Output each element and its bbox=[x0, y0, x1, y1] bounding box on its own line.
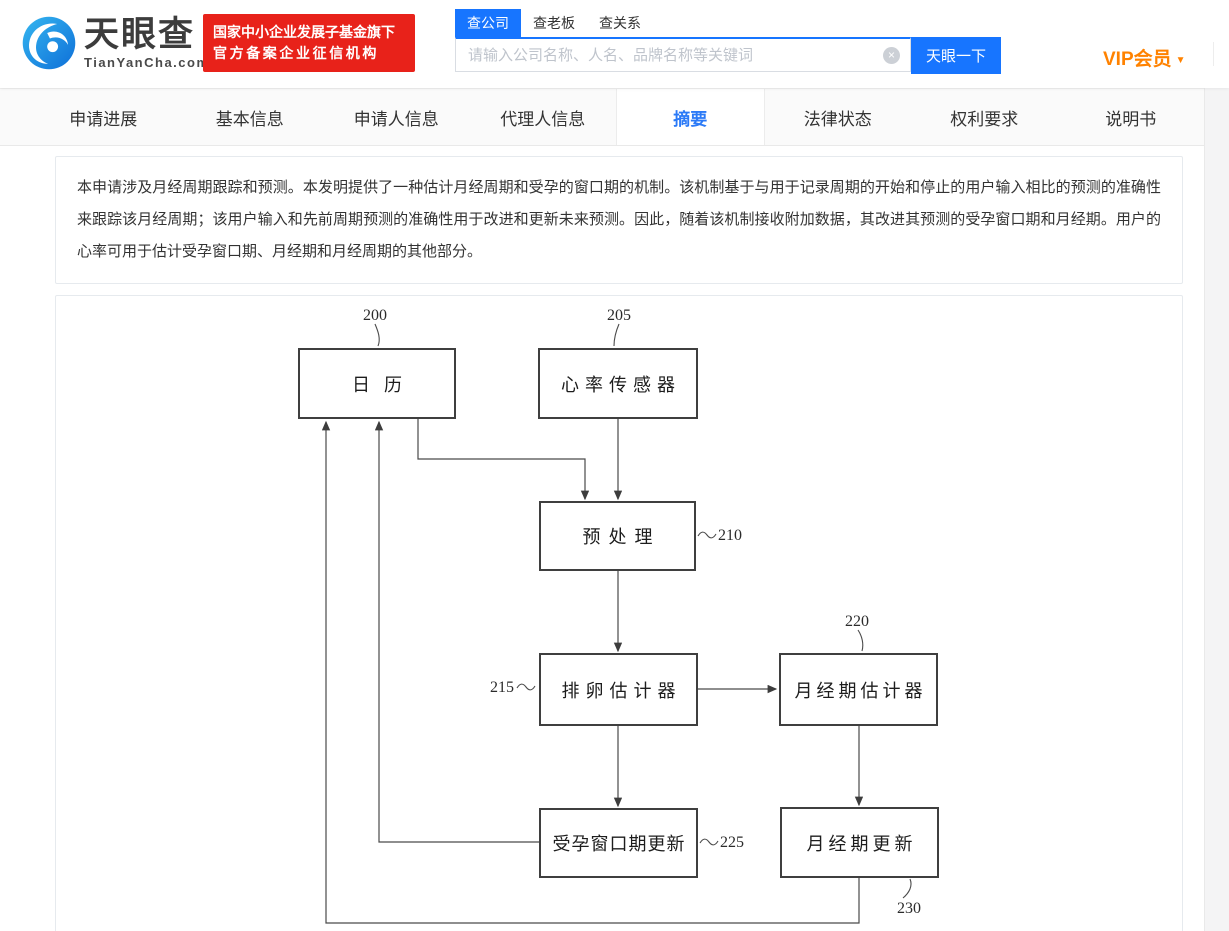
logo-text: 天眼查 TianYanCha.com bbox=[84, 14, 210, 70]
tab-applicant-info[interactable]: 申请人信息 bbox=[353, 109, 439, 129]
diagram-node-fertility-update: 受孕窗口期更新 bbox=[539, 808, 698, 878]
badge-line2: 官方备案企业征信机构 bbox=[213, 45, 379, 61]
diagram-node-calendar: 日历 bbox=[298, 348, 456, 419]
header-divider bbox=[1213, 42, 1214, 66]
brand-name: 天眼查 bbox=[84, 14, 196, 54]
leader-line-2 bbox=[697, 531, 717, 539]
vip-member-menu[interactable]: VIP会员▼ bbox=[1103, 44, 1186, 71]
search-input[interactable] bbox=[456, 39, 856, 71]
diagram-ref-210: 210 bbox=[718, 527, 742, 544]
page-header: 天眼查 TianYanCha.com 国家中小企业发展子基金旗下 官方备案企业征… bbox=[0, 0, 1229, 88]
vip-label: VIP会员 bbox=[1103, 49, 1172, 70]
patent-section-tabs: 申请进展 基本信息 申请人信息 代理人信息 摘要 法律状态 权利要求 说明书 bbox=[0, 88, 1204, 146]
search-tab-company[interactable]: 查公司 bbox=[455, 9, 521, 37]
tab-application-progress[interactable]: 申请进展 bbox=[69, 109, 138, 129]
search-tab-boss[interactable]: 查老板 bbox=[533, 15, 575, 31]
diagram-ref-230: 230 bbox=[897, 900, 921, 917]
search-button[interactable]: 天眼一下 bbox=[911, 37, 1001, 74]
brand-domain: TianYanCha.com bbox=[84, 54, 210, 70]
tab-agent-info[interactable]: 代理人信息 bbox=[500, 109, 586, 129]
tab-abstract[interactable]: 摘要 bbox=[616, 89, 765, 145]
diagram-node-preprocess: 预处理 bbox=[539, 501, 696, 571]
leader-line-1 bbox=[613, 323, 620, 347]
clear-search-icon[interactable]: × bbox=[883, 47, 900, 64]
tab-basic-info[interactable]: 基本信息 bbox=[215, 109, 284, 129]
diagram-ref-225: 225 bbox=[720, 834, 744, 851]
chevron-down-icon: ▼ bbox=[1175, 55, 1186, 66]
diagram-node-ovulation-est: 排卵估计器 bbox=[539, 653, 698, 726]
flow-edge-fertility-update-to-calendar bbox=[374, 420, 539, 843]
patent-figure-card: 日历 200 心率传感器 205 预处理 210 排卵估计器 215 月经期估计器 220 受孕窗口… bbox=[55, 295, 1183, 931]
abstract-text: 本申请涉及月经周期跟踪和预测。本发明提供了一种估计月经周期和受孕的窗口期的机制。… bbox=[77, 179, 1161, 260]
leader-line-3 bbox=[516, 683, 536, 691]
flow-edge-menses-update-to-calendar bbox=[321, 420, 860, 924]
flowchart-connectors bbox=[321, 323, 912, 924]
diagram-node-heart-rate: 心率传感器 bbox=[538, 348, 698, 419]
tianyancha-logo-icon bbox=[22, 16, 76, 70]
diagram-ref-215: 215 bbox=[490, 679, 514, 696]
search-tabs: 查公司 查老板 查关系 bbox=[455, 9, 1001, 37]
certification-badge: 国家中小企业发展子基金旗下 官方备案企业征信机构 bbox=[203, 14, 415, 72]
leader-line-4 bbox=[857, 629, 864, 652]
diagram-ref-220: 220 bbox=[845, 613, 869, 630]
leader-line-5 bbox=[699, 838, 719, 846]
page-scrollbar[interactable] bbox=[1204, 88, 1229, 931]
badge-line1: 国家中小企业发展子基金旗下 bbox=[213, 24, 395, 40]
tab-claims[interactable]: 权利要求 bbox=[950, 109, 1019, 129]
search-input-box: × bbox=[455, 37, 911, 72]
search-area: 查公司 查老板 查关系 × 天眼一下 bbox=[455, 9, 1001, 74]
leader-line-0 bbox=[374, 323, 380, 347]
leader-line-6 bbox=[902, 878, 912, 899]
flow-edge-calendar-to-preprocess bbox=[417, 419, 590, 501]
diagram-node-menses-est: 月经期估计器 bbox=[779, 653, 938, 726]
diagram-ref-205: 205 bbox=[607, 307, 631, 324]
patent-flowchart: 日历 200 心率传感器 205 预处理 210 排卵估计器 215 月经期估计器 220 受孕窗口… bbox=[56, 296, 1184, 931]
search-tab-relation[interactable]: 查关系 bbox=[599, 15, 641, 31]
abstract-card: 本申请涉及月经周期跟踪和预测。本发明提供了一种估计月经周期和受孕的窗口期的机制。… bbox=[55, 156, 1183, 284]
tab-legal-status[interactable]: 法律状态 bbox=[803, 109, 872, 129]
tianyancha-logo[interactable]: 天眼查 TianYanCha.com bbox=[20, 14, 210, 72]
diagram-node-menses-update: 月经期更新 bbox=[780, 807, 939, 878]
diagram-ref-200: 200 bbox=[363, 307, 387, 324]
tab-description[interactable]: 说明书 bbox=[1105, 109, 1157, 129]
